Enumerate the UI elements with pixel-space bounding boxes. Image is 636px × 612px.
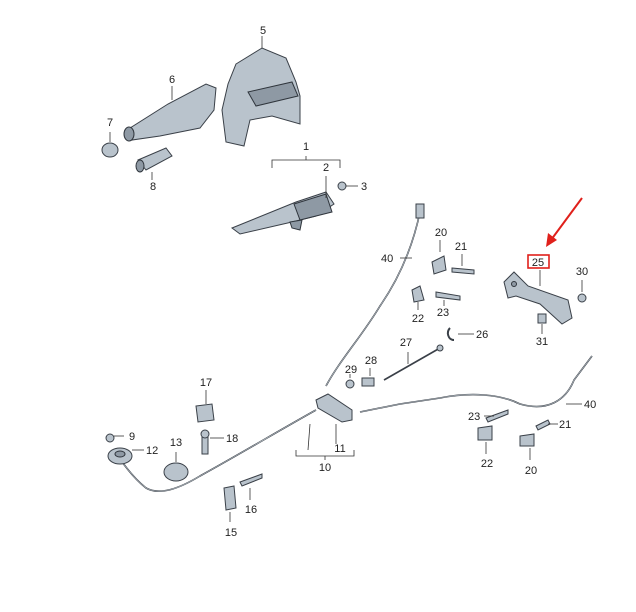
label-31: 31 [536,336,548,348]
part-30-bolt[interactable] [577,280,587,303]
rear-left-cable[interactable] [117,409,317,492]
label-21-lower: 21 [559,419,571,431]
label-25: 25 [532,257,544,269]
part-6-lever-handle[interactable] [123,83,217,142]
label-23-upper: 23 [437,307,449,319]
label-11: 11 [334,443,345,455]
part-22-clip-upper[interactable] [411,285,425,310]
part-28-connector[interactable] [361,368,375,387]
label-17: 17 [200,377,212,389]
part-9-nut[interactable] [105,433,124,443]
rear-right-cable[interactable] [359,355,593,413]
part-31-nut[interactable] [537,313,547,334]
label-40-left: 40 [381,253,393,265]
label-5: 5 [260,25,266,37]
label-20-upper: 20 [435,227,447,239]
part-16-screw[interactable] [239,473,263,500]
part-25-bracket[interactable] [503,270,573,325]
bracket-10 [295,450,355,460]
label-12: 12 [146,445,158,457]
part-18-bolt[interactable] [200,429,224,455]
label-30: 30 [576,266,588,278]
part-23-screw-upper[interactable] [435,291,461,306]
part-21-bolt-lower[interactable] [535,419,558,431]
part-20-bracket-upper[interactable] [431,240,447,275]
label-29: 29 [345,364,357,376]
part-13-plug[interactable] [163,452,189,482]
part-29-clip[interactable] [345,374,355,389]
part-8-release-button[interactable] [135,147,173,180]
label-8: 8 [150,181,156,193]
label-28: 28 [365,355,377,367]
label-18: 18 [226,433,238,445]
callout-arrow [546,197,583,247]
part-17-bracket[interactable] [195,390,215,423]
label-20-lower: 20 [525,465,537,477]
part-20-bracket-lower[interactable] [519,433,535,460]
label-2: 2 [323,162,329,174]
part-22-clip-lower[interactable] [477,425,493,454]
label-40-right: 40 [584,399,596,411]
label-16: 16 [245,504,257,516]
label-21-upper: 21 [455,241,467,253]
highlight-box-25 [527,254,550,269]
part-15-clip[interactable] [223,485,237,522]
label-13: 13 [170,437,182,449]
part-5-console-cover[interactable] [221,36,301,147]
label-3: 3 [361,181,367,193]
label-1: 1 [303,141,309,153]
label-27: 27 [400,337,412,349]
label-10: 10 [319,462,331,474]
label-6: 6 [169,74,175,86]
label-15: 15 [225,527,237,539]
part-11-equalizer[interactable] [315,393,353,444]
label-22-lower: 22 [481,458,493,470]
part-27-cable[interactable] [383,344,444,381]
part-26-hook[interactable] [446,327,474,341]
part-40-front-cable[interactable] [325,203,425,387]
part-23-screw-lower[interactable] [484,409,509,423]
part-12-grommet[interactable] [107,447,144,465]
part-1-lever-assembly[interactable] [230,156,341,235]
part-21-bolt-upper[interactable] [451,254,475,275]
label-7: 7 [107,117,113,129]
part-7-cap[interactable] [101,132,119,158]
label-23-lower: 23 [468,411,480,423]
part-3-nut[interactable] [337,181,358,191]
label-22-upper: 22 [412,313,424,325]
label-9: 9 [129,431,135,443]
label-26: 26 [476,329,488,341]
